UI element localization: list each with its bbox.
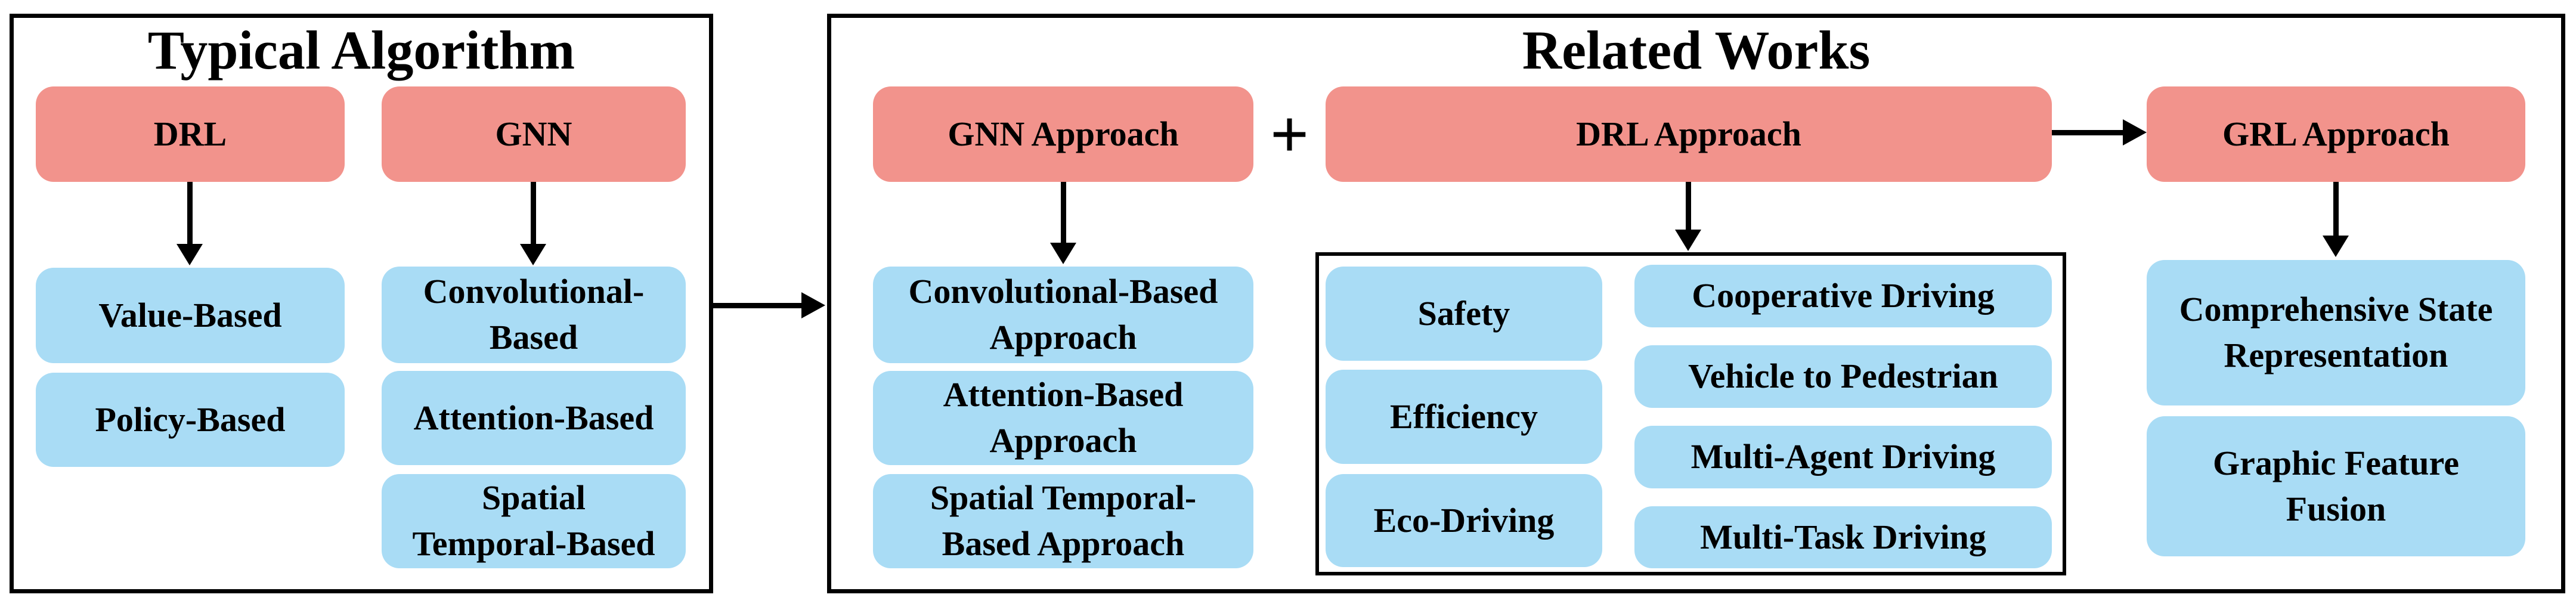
value-based-node: Value-Based <box>36 268 345 363</box>
gnn-node: GNN <box>382 86 686 182</box>
eco-driving-node: Eco-Driving <box>1326 474 1602 567</box>
arrow-panel-connector-shaft <box>713 303 801 308</box>
arrow-panel-connector-head <box>801 292 825 318</box>
convolutional-based-node: Convolutional- Based <box>382 267 686 363</box>
arrow-drl-down-head <box>177 244 203 265</box>
plus-sign: + <box>1270 96 1309 172</box>
spatial-temporal-based-node: Spatial Temporal-Based <box>382 474 686 568</box>
multi-agent-driving-node: Multi-Agent Driving <box>1634 426 2052 488</box>
arrow-gnn-down-head <box>520 244 546 265</box>
multi-task-driving-node: Multi-Task Driving <box>1634 506 2052 568</box>
arrow-drl-to-grl-shaft <box>2052 130 2123 135</box>
arrow-grl-approach-down-shaft <box>2333 182 2339 236</box>
arrow-drl-to-grl-head <box>2123 119 2147 145</box>
arrow-gnn-approach-down-head <box>1050 243 1076 264</box>
typical-algorithm-title: Typical Algorithm <box>147 20 575 81</box>
related-works-title: Related Works <box>1522 20 1871 81</box>
drl-node: DRL <box>36 86 345 182</box>
efficiency-node: Efficiency <box>1326 370 1602 464</box>
arrow-gnn-approach-down-shaft <box>1061 182 1066 243</box>
vehicle-to-pedestrian-node: Vehicle to Pedestrian <box>1634 345 2052 408</box>
graphic-feature-fusion-node: Graphic Feature Fusion <box>2147 416 2525 556</box>
attention-based-node: Attention-Based <box>382 371 686 465</box>
convolutional-approach-node: Convolutional-Based Approach <box>873 267 1253 363</box>
policy-based-node: Policy-Based <box>36 373 345 467</box>
spatial-temporal-approach-node: Spatial Temporal- Based Approach <box>873 474 1253 568</box>
grl-approach-node: GRL Approach <box>2147 86 2525 182</box>
attention-approach-node: Attention-Based Approach <box>873 371 1253 465</box>
comprehensive-state-node: Comprehensive State Representation <box>2147 260 2525 405</box>
arrow-gnn-down-shaft <box>531 182 536 244</box>
arrow-drl-approach-down-shaft <box>1686 182 1691 230</box>
cooperative-driving-node: Cooperative Driving <box>1634 265 2052 327</box>
safety-node: Safety <box>1326 267 1602 361</box>
arrow-drl-approach-down-head <box>1675 230 1701 251</box>
drl-approach-node: DRL Approach <box>1326 86 2052 182</box>
gnn-approach-node: GNN Approach <box>873 86 1253 182</box>
arrow-grl-approach-down-head <box>2323 236 2349 257</box>
arrow-drl-down-shaft <box>187 182 193 244</box>
